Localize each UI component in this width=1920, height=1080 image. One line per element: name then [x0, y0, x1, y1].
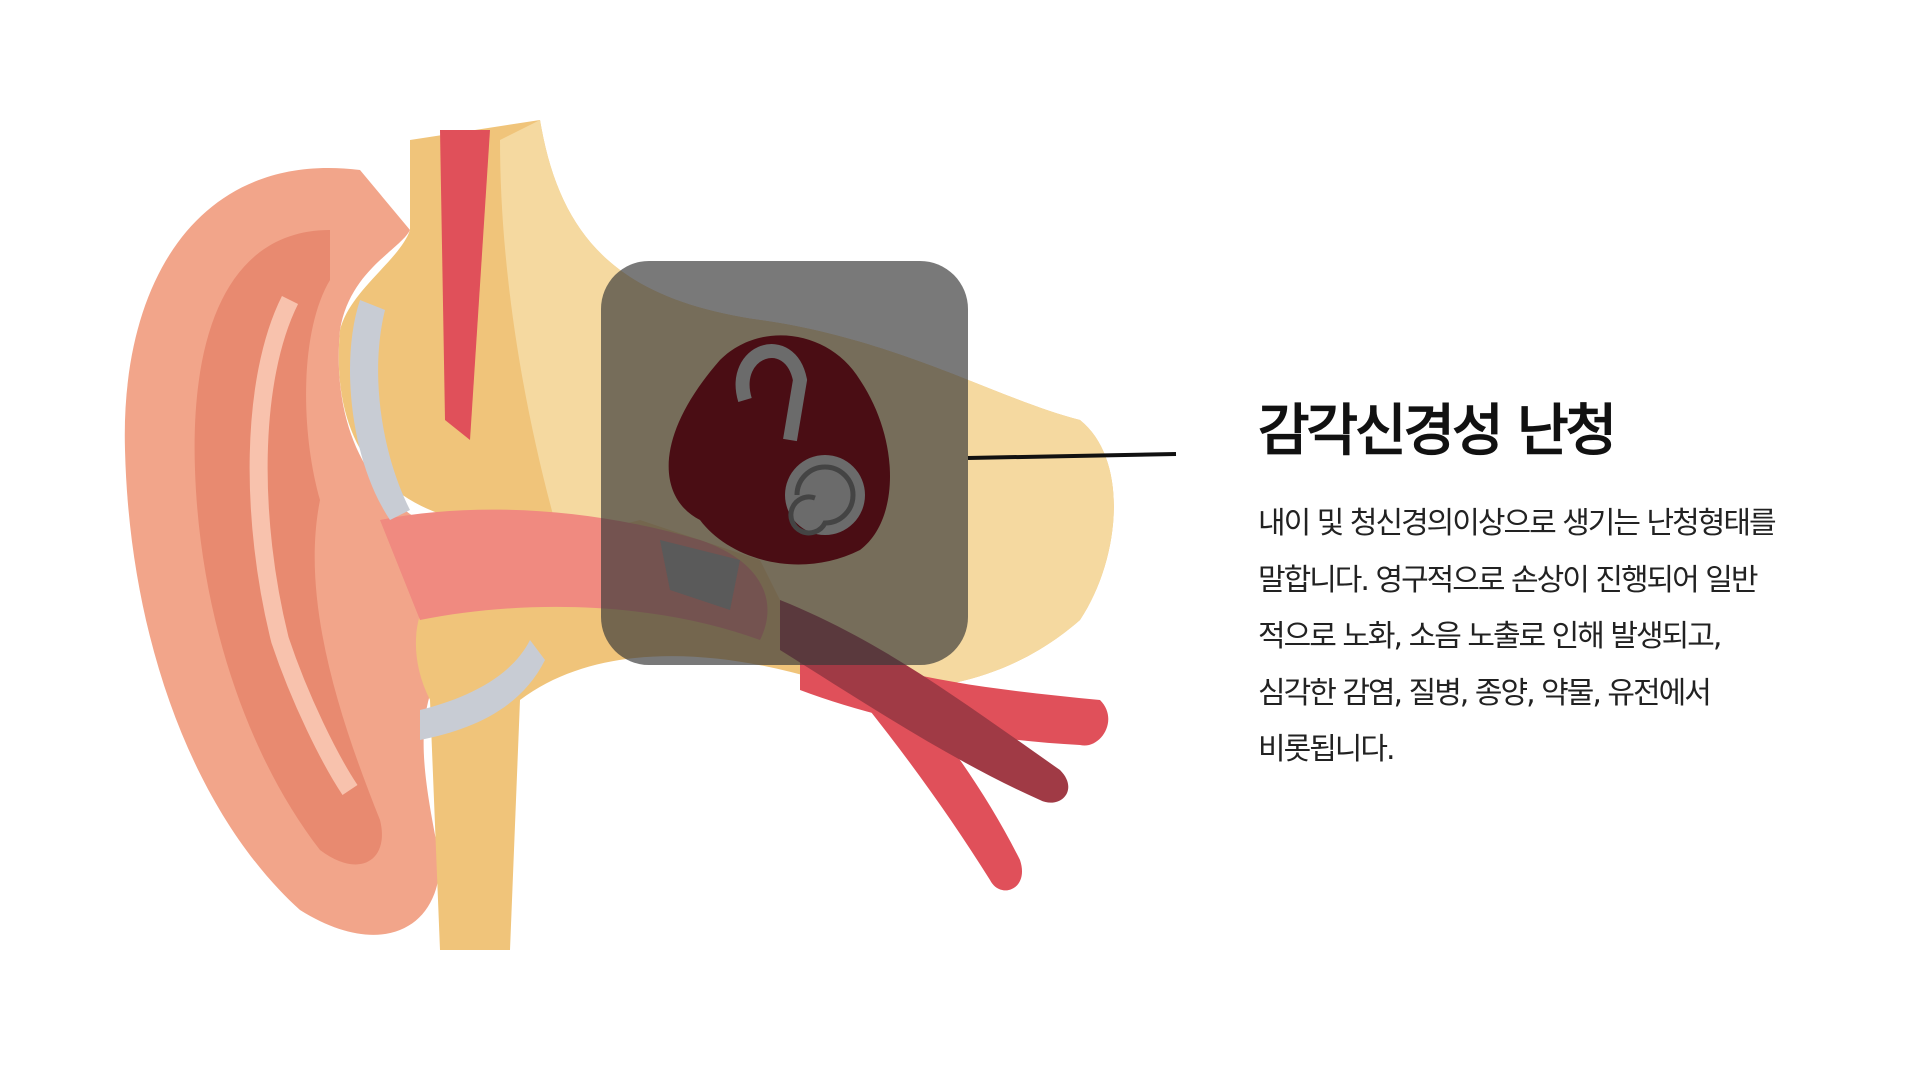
section-description: 내이 및 청신경의이상으로 생기는 난청형태를 말합니다. 영구적으로 손상이 … [1258, 496, 1898, 779]
description-line: 내이 및 청신경의이상으로 생기는 난청형태를 [1258, 506, 1777, 541]
inner-ear-highlight [601, 261, 968, 665]
cartilage [350, 300, 545, 740]
pointer-line [967, 452, 1177, 460]
description-line: 심각한 감염, 질병, 종양, 약물, 유전에서 [1258, 675, 1712, 711]
description-line: 비롯됩니다. [1258, 732, 1396, 767]
description-line: 말합니다. 영구적으로 손상이 진행되어 일반 [1258, 562, 1758, 598]
outer-ear [124, 167, 470, 935]
description-line: 적으로 노화, 소음 노출로 인해 발생되고, [1258, 619, 1722, 654]
section-title: 감각신경성 난청 [1258, 399, 1617, 464]
